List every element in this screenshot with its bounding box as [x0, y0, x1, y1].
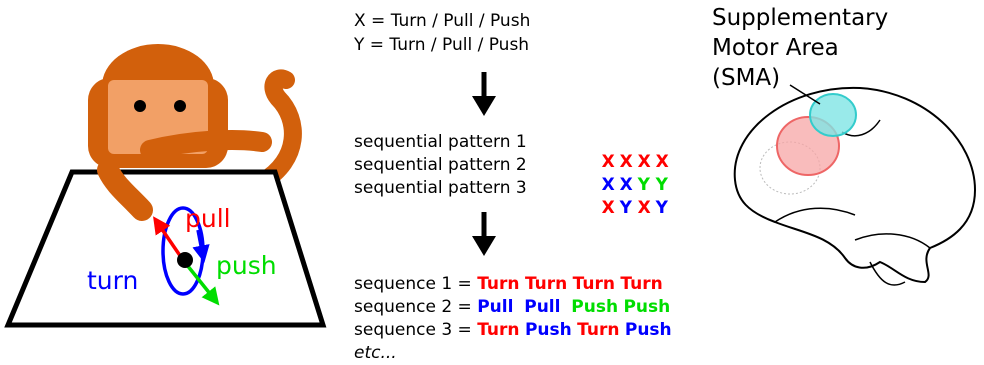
brain [733, 86, 977, 286]
sequence-label: sequence 2 = [354, 297, 478, 317]
sequence-word: Pull [524, 297, 561, 317]
sma-pointer-line [789, 84, 821, 105]
pattern-letter: X [619, 152, 633, 172]
pattern-letter: X [601, 152, 615, 172]
pattern-letter: Y [655, 175, 668, 195]
manipulandum [153, 206, 220, 306]
sequence-word: Turn [477, 274, 520, 294]
y-definition: Y = Turn / Pull / Push [354, 35, 530, 55]
pattern-letter: X [637, 152, 651, 172]
monkey-tail [253, 69, 302, 191]
table-surface [4, 169, 327, 328]
sequence-row: sequence 3 = Turn Push Turn Push [354, 320, 672, 340]
etc-text: etc... [354, 343, 397, 363]
sequence-word: Push [571, 297, 619, 317]
sequence-label: sequence 3 = [354, 320, 478, 340]
temporal-line [774, 207, 856, 223]
sma-label-line1: Supplementary [712, 5, 889, 31]
cerebellum-line [854, 233, 931, 249]
pattern-label: sequential pattern 3 [354, 178, 527, 198]
pattern-letter: Y [655, 198, 668, 218]
brain-outline [733, 86, 977, 284]
pull-label: pull [185, 204, 231, 233]
x-definition: X = Turn / Pull / Push [354, 11, 531, 31]
sma-label-line3: (SMA) [712, 65, 781, 91]
sequence-label: sequence 1 = [354, 274, 478, 294]
push-label: push [216, 251, 277, 280]
sequence-word: Turn [577, 320, 620, 340]
sequence-word: Pull [477, 297, 514, 317]
sequence-row: sequence 2 = Pull Pull Push Push [354, 297, 670, 317]
pattern-letter: X [601, 198, 615, 218]
sma-region [809, 93, 857, 137]
sma-label-line2: Motor Area [712, 35, 839, 61]
pattern-letter: X [619, 175, 633, 195]
sequence-word: Push [623, 297, 671, 317]
monkey-arm [97, 130, 272, 221]
down-arrow-2 [472, 212, 496, 256]
turn-arrow [192, 229, 210, 263]
lever-knob [177, 252, 193, 268]
pattern-letter: Y [637, 175, 650, 195]
pattern-letter: X [637, 198, 651, 218]
brainstem [869, 261, 906, 286]
sequence-word: Turn [524, 274, 568, 294]
sequence-row: sequence 1 = Turn Turn Turn Turn [354, 274, 663, 294]
pattern-label: sequential pattern 1 [354, 132, 527, 152]
sequence-word: Push [624, 320, 672, 340]
turn-label: turn [87, 266, 139, 295]
sequence-word: Turn [477, 320, 520, 340]
pull-arrow [153, 216, 185, 261]
sequence-word: Turn [620, 274, 663, 294]
pattern-letter: X [601, 175, 615, 195]
pattern-letter: Y [619, 198, 632, 218]
pattern-label: sequential pattern 2 [354, 155, 527, 175]
sequence-word: Push [524, 320, 572, 340]
down-arrow-1 [472, 72, 496, 116]
pattern-letter: X [655, 152, 669, 172]
sequence-word: Turn [572, 274, 615, 294]
